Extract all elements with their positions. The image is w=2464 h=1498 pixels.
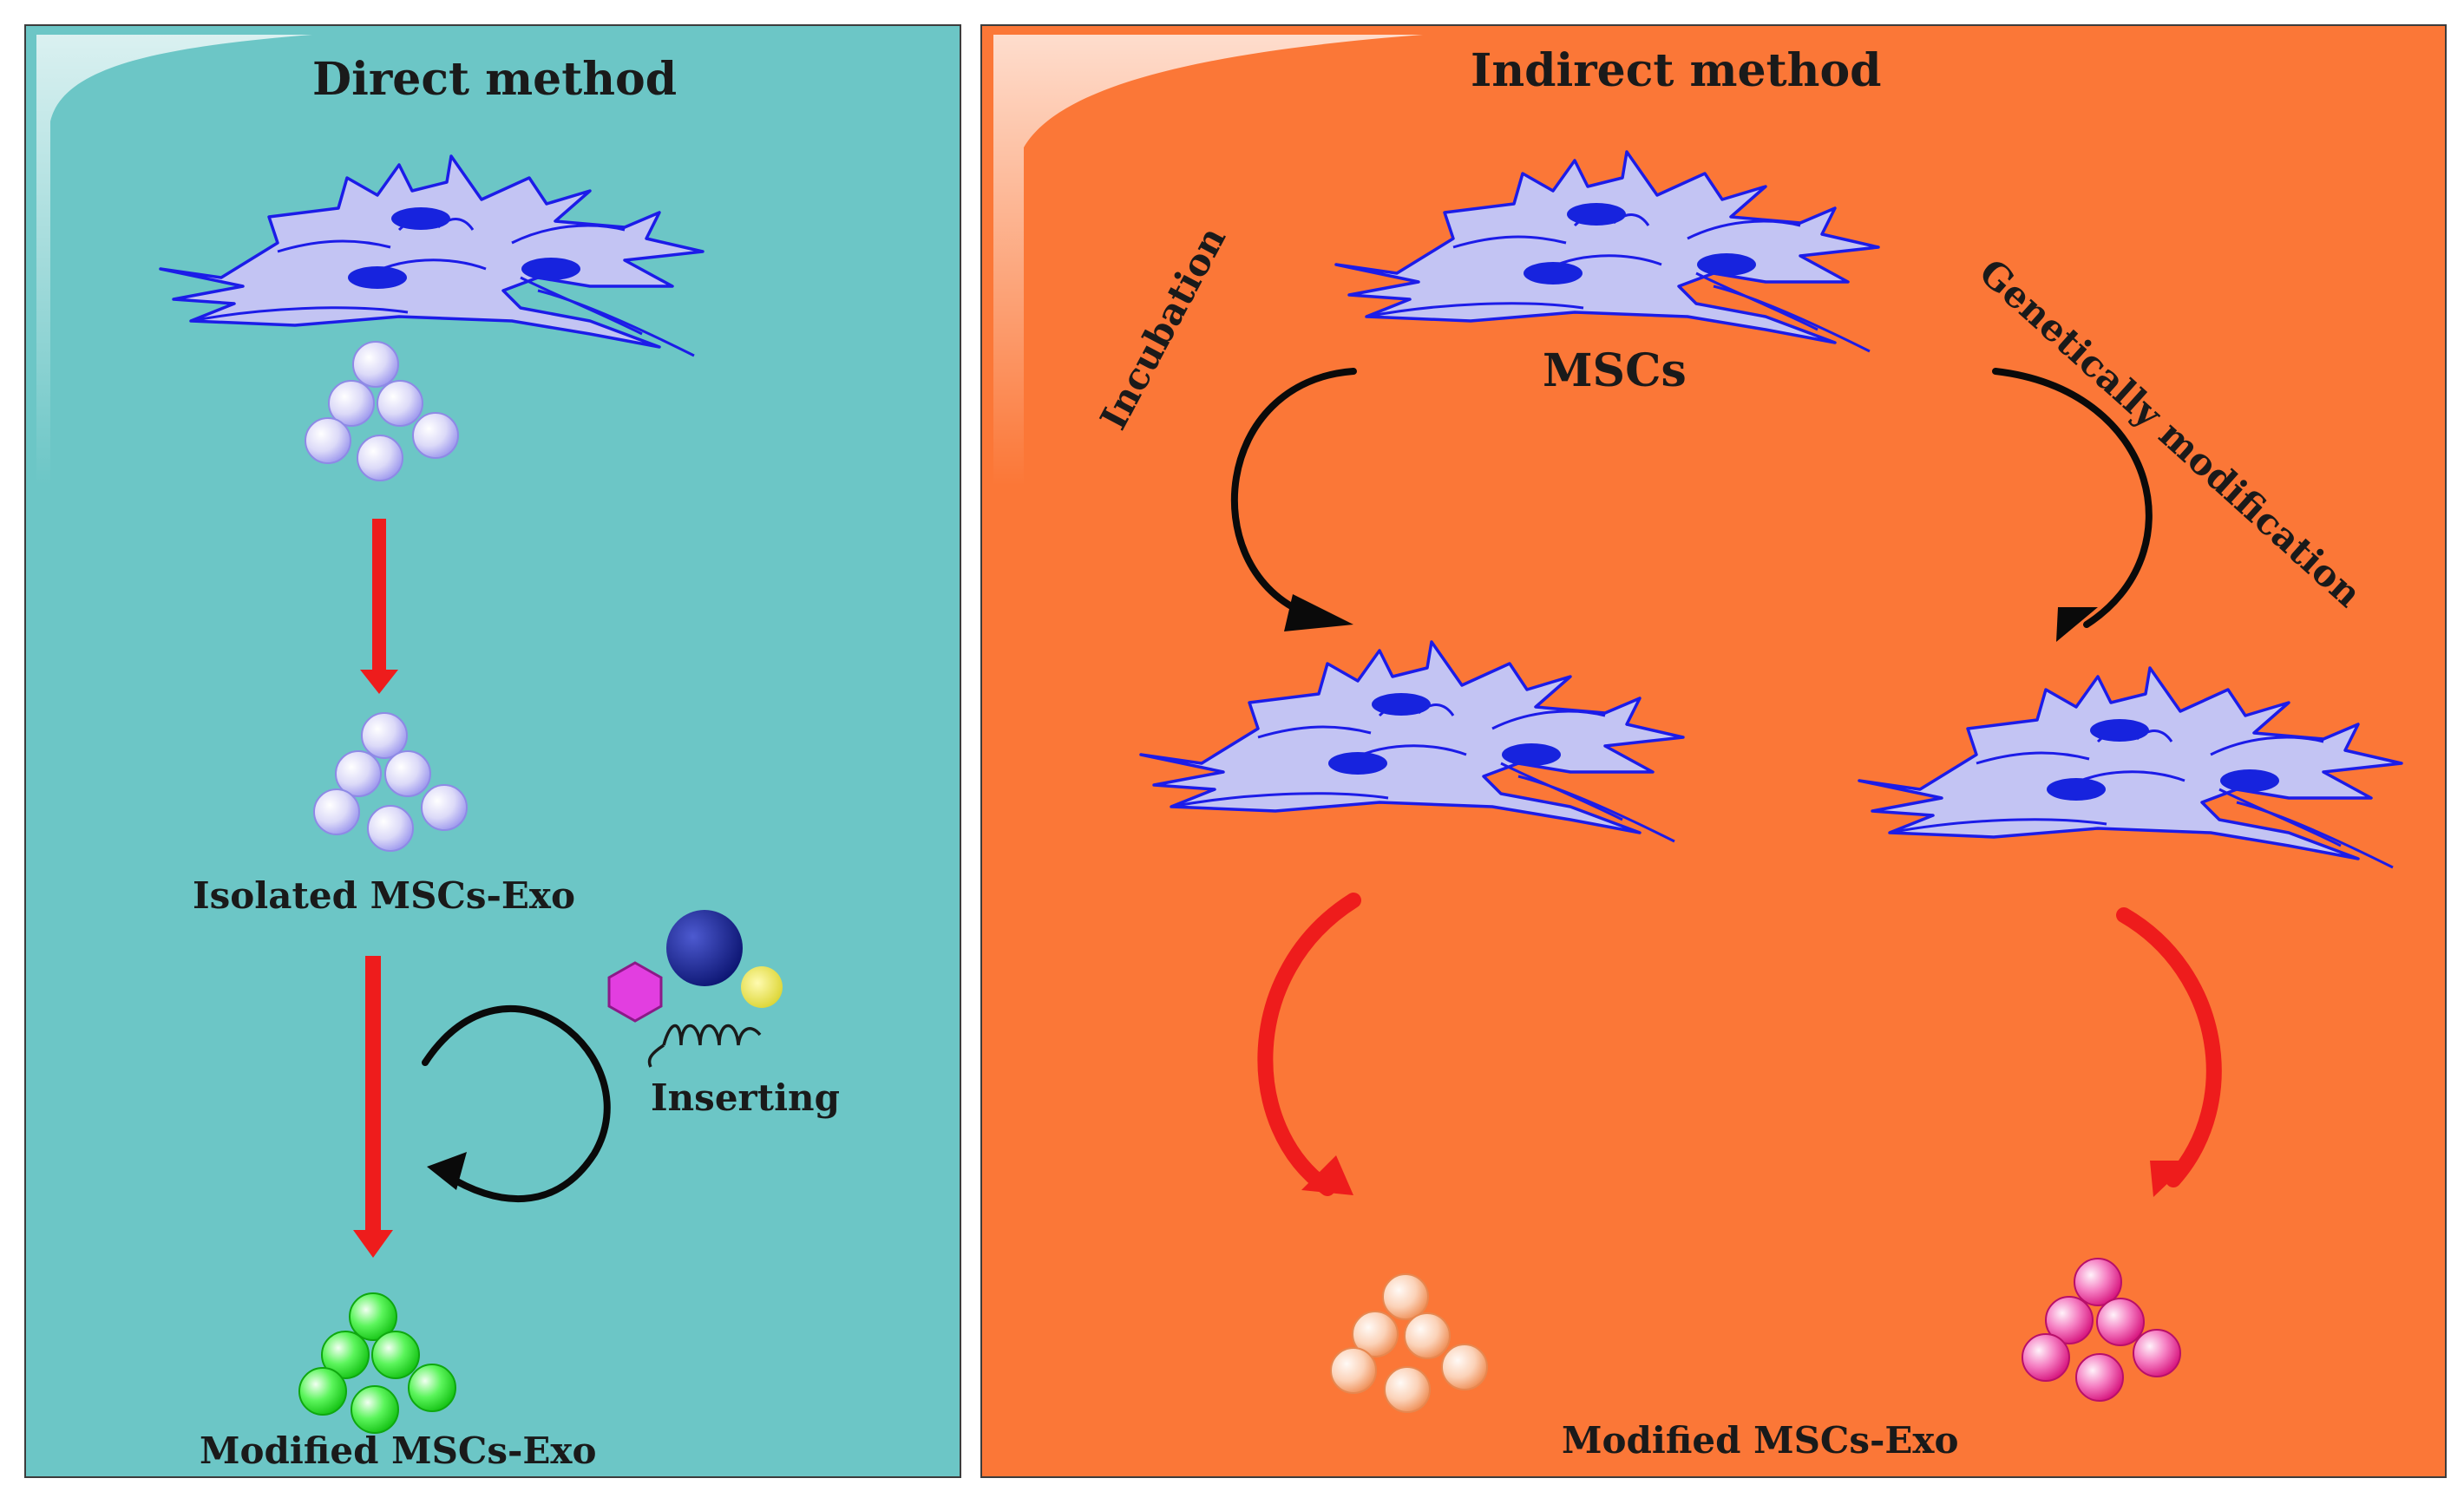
inserting-label: Inserting — [651, 1076, 840, 1119]
red-curved-arrow-left — [1257, 893, 1361, 1196]
indirect-method-panel — [980, 24, 2447, 1478]
indirect-panel-gloss — [993, 35, 1423, 486]
red-curved-arrow-right — [2116, 907, 2222, 1197]
mscs-label: MSCs — [1543, 344, 1687, 397]
cargo-molecules — [607, 910, 783, 1068]
exosome-cluster-direct-top — [305, 341, 459, 481]
direct-method-panel — [24, 24, 961, 1478]
modified-exo-label-indirect: Modified MSCs-Exo — [1562, 1419, 1959, 1462]
red-arrow-down-1 — [360, 519, 398, 694]
incubation-curved-arrow — [1230, 368, 1357, 631]
genetic-modification-curved-arrow — [1992, 368, 2153, 642]
isolated-exo-label: Isolated MSCs-Exo — [193, 874, 575, 917]
inserting-cycle-arrow — [422, 1004, 611, 1203]
exosome-cluster-modified-direct — [298, 1292, 456, 1434]
direct-method-title: Direct method — [312, 53, 678, 106]
indirect-method-title: Indirect method — [1471, 44, 1882, 97]
modified-exo-label-direct: Modified MSCs-Exo — [200, 1429, 597, 1472]
direct-panel-gloss — [36, 35, 312, 486]
exosome-cluster-orange — [1330, 1273, 1488, 1413]
exosome-cluster-pink — [2022, 1258, 2181, 1402]
red-arrow-down-2 — [353, 956, 393, 1258]
exosome-cluster-isolated — [313, 712, 468, 852]
